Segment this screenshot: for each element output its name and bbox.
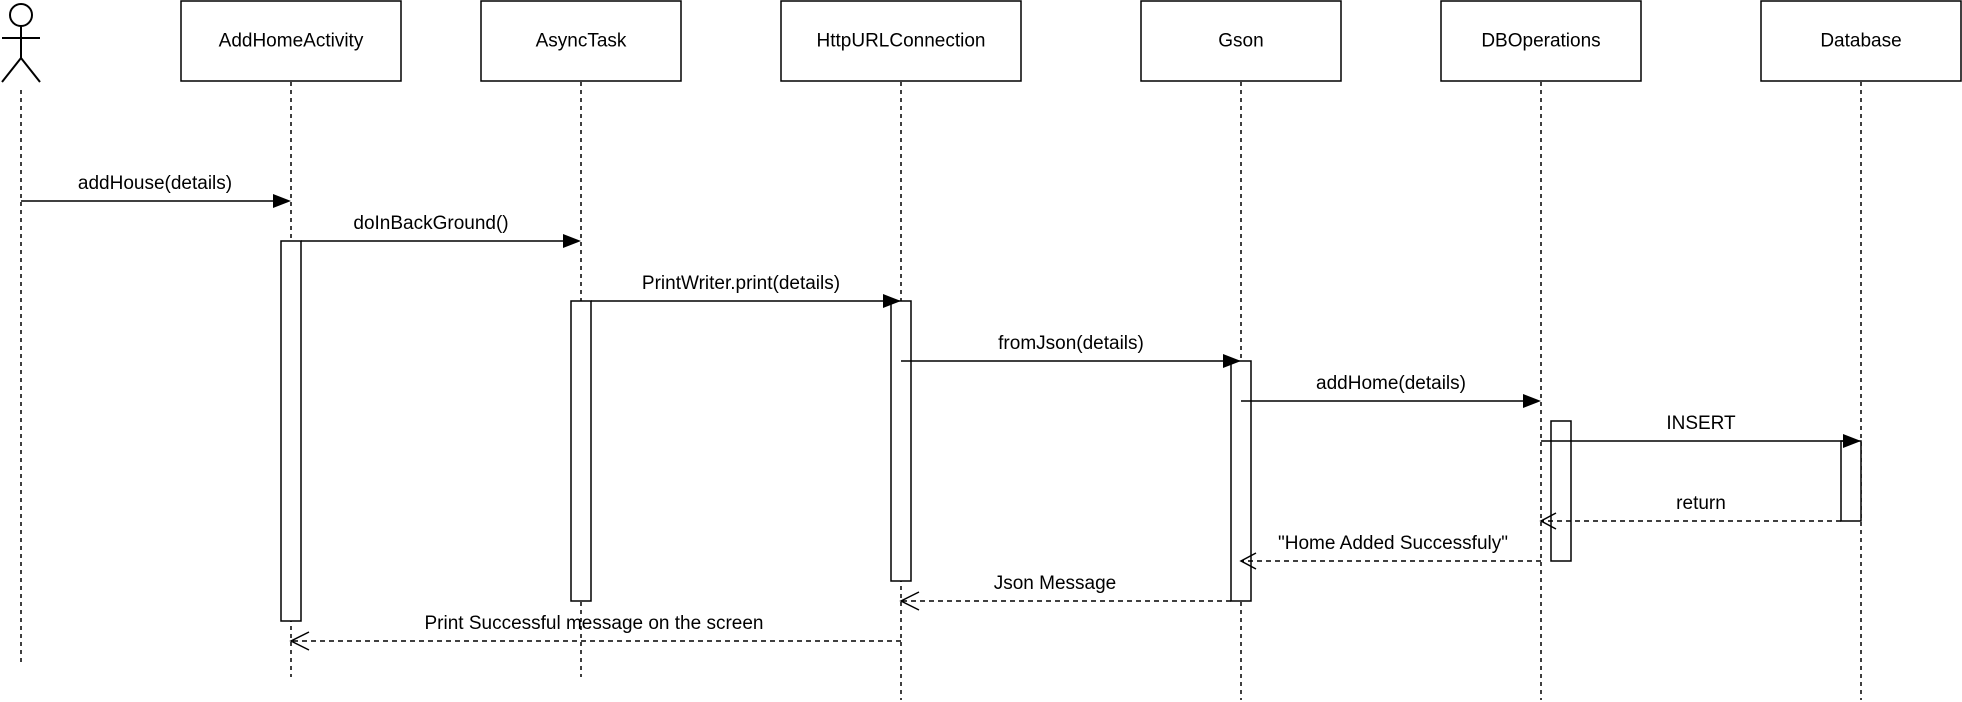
participant-label: AsyncTask	[536, 31, 627, 52]
message-label: Json Message	[994, 573, 1117, 594]
message-home-added: "Home Added Successfuly"	[1239, 533, 1541, 570]
participant-label: HttpURLConnection	[817, 31, 986, 52]
participant-label: Gson	[1218, 31, 1263, 52]
message-label: fromJson(details)	[998, 333, 1144, 354]
message-json: Json Message	[899, 573, 1231, 611]
activation-httpurlconnection	[890, 300, 912, 582]
activation-database	[1840, 440, 1862, 522]
message-label: return	[1676, 493, 1726, 514]
message-print-successful: Print Successful message on the screen	[289, 613, 901, 651]
message-label: INSERT	[1666, 413, 1736, 434]
message-return: return	[1539, 493, 1841, 530]
message-insert: INSERT	[1541, 413, 1861, 448]
actor-figure	[1, 3, 41, 83]
participant-label: DBOperations	[1481, 31, 1600, 52]
message-label: addHouse(details)	[78, 173, 232, 194]
message-label: doInBackGround()	[353, 213, 508, 234]
message-addhome: addHome(details)	[1241, 373, 1541, 408]
message-label: Print Successful message on the screen	[424, 613, 763, 634]
message-doinbackground: doInBackGround()	[301, 213, 581, 248]
participant-httpurlconnection: HttpURLConnection	[780, 0, 1022, 82]
message-label: PrintWriter.print(details)	[642, 273, 840, 294]
message-addhouse: addHouse(details)	[21, 173, 291, 208]
activation-dboperations	[1550, 420, 1572, 562]
participant-label: AddHomeActivity	[219, 31, 364, 52]
message-label: "Home Added Successfuly"	[1278, 533, 1508, 554]
message-label: addHome(details)	[1316, 373, 1466, 394]
participant-gson: Gson	[1140, 0, 1342, 82]
participant-dboperations: DBOperations	[1440, 0, 1642, 82]
participant-asynctask: AsyncTask	[480, 0, 682, 82]
activation-asynctask	[570, 300, 592, 602]
message-printwriter-print: PrintWriter.print(details)	[591, 273, 901, 308]
participant-database: Database	[1760, 0, 1962, 82]
participant-label: Database	[1820, 31, 1901, 52]
message-fromjson: fromJson(details)	[901, 333, 1241, 368]
participant-addhomeactivity: AddHomeActivity	[180, 0, 402, 82]
activation-addhomeactivity	[280, 240, 302, 622]
